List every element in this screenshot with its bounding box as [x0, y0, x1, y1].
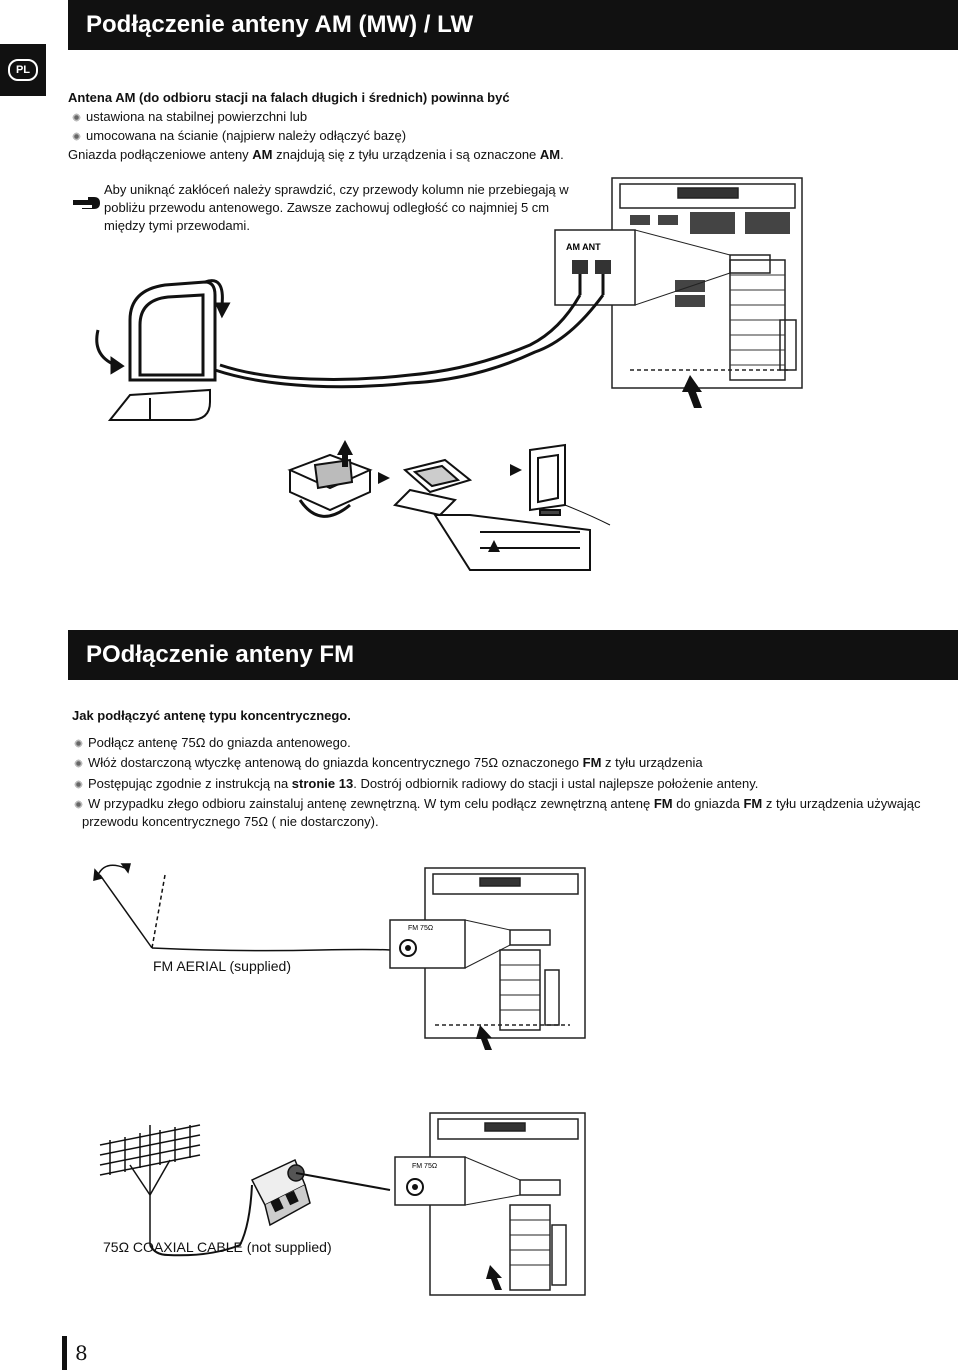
fm-aerial-label: FM AERIAL (supplied) [153, 958, 291, 974]
fm-bullet-3: Postępując zgodnie z instrukcją na stron… [72, 774, 758, 793]
fm-coax-diagram: FM 75Ω [99, 1112, 586, 1296]
fm-bullet-2-text: Włóż dostarczoną wtyczkę antenową do gni… [88, 755, 583, 770]
fm-bullet-3-text: Postępując zgodnie z instrukcją na [88, 776, 292, 791]
fm-wire-aerial [93, 863, 391, 952]
fm-bullet-3-text: . Dostrój odbiornik radiowy do stacji i … [353, 776, 759, 791]
fm-bullet-4: W przypadku złego odbioru zainstaluj ant… [72, 794, 920, 813]
fm-socket-callout: FM 75Ω [389, 919, 511, 969]
am-bullet-2: umocowana na ścianie (najpierw należy od… [70, 126, 406, 145]
pointer-arrow-icon [682, 375, 702, 408]
rotate-arrow-icon [95, 279, 231, 375]
fm-socket-label: FM 75Ω [412, 1163, 437, 1170]
fm-bullet-1-text: Podłącz antenę 75Ω do gniazda antenowego… [88, 735, 351, 750]
note-line-2: pobliżu przewodu antenowego. Zawsze zach… [104, 200, 550, 215]
fm-bullet-4-text: do gniazda [672, 796, 744, 811]
assembly-step-1 [287, 440, 373, 518]
fm-socket-label: FM 75Ω [408, 925, 433, 932]
note-line-3: między tymi przewodami. [104, 218, 250, 233]
bullet-icon [72, 113, 81, 122]
fm-bullet-2: Włóż dostarczoną wtyczkę antenową do gni… [72, 753, 703, 772]
fm-bullet-4-bold: FM [653, 796, 673, 811]
arrow-right-icon [378, 464, 522, 484]
fm-bullet-4-text: z tyłu urządzenia używając [762, 796, 921, 811]
bullet-icon [74, 780, 83, 789]
assembly-step-2 [393, 458, 591, 571]
am-bullet-1-text: ustawiona na stabilnej powierzchni lub [86, 109, 308, 124]
am-cable [214, 294, 605, 389]
note-line-1: Aby uniknąć zakłóceń należy sprawdzić, c… [104, 182, 569, 197]
fm-bullet-1: Podłącz antenę 75Ω do gniazda antenowego… [72, 733, 351, 752]
page-footer: 8 [62, 1336, 88, 1370]
bullet-icon [72, 132, 81, 141]
page-number-bar [62, 1336, 67, 1370]
am-bullet-2-text: umocowana na ścianie (najpierw należy od… [86, 128, 407, 143]
am-loop-antenna [107, 280, 217, 421]
bullet-icon [74, 759, 83, 768]
section-title-am: Podłączenie anteny AM (MW) / LW [68, 0, 958, 50]
fm-bullet-2-text: z tyłu urządzenia [601, 755, 703, 770]
unit-rear-panel [611, 177, 803, 389]
am-bullet-1: ustawiona na stabilnej powierzchni lub [70, 107, 307, 126]
am-sockets-text: znajdują się z tyłu urządzenia i są ozna… [272, 147, 540, 162]
language-tab: PL [0, 44, 46, 96]
am-sockets-bold: AM [252, 147, 273, 162]
language-badge: PL [8, 59, 38, 81]
am-sockets-bold: AM [539, 147, 561, 162]
pointing-hand-icon [73, 197, 100, 209]
fm-subtitle: Jak podłączyć antenę typu koncentryczneg… [72, 708, 351, 723]
fm-bullet-4-text: W przypadku złego odbioru zainstaluj ant… [88, 796, 654, 811]
fm-socket-callout: FM 75Ω [394, 1156, 521, 1206]
assembly-step-3 [529, 443, 611, 526]
fm-bullet-2-bold: FM [582, 755, 602, 770]
am-socket-callout: AM ANT [554, 229, 731, 306]
fm-bullet-3-bold: stronie 13 [291, 776, 354, 791]
am-antenna-diagram: AM ANT [95, 177, 803, 571]
section-title-fm-text: POdłączenie anteny FM [86, 641, 355, 668]
page-number: 8 [75, 1341, 88, 1365]
fm-aerial-diagram: FM 75Ω [93, 863, 586, 1050]
fm-bullet-4-line-2: przewodu koncentrycznego 75Ω ( nie dosta… [82, 814, 379, 829]
bullet-icon [74, 800, 83, 809]
am-socket-label: AM ANT [566, 242, 601, 252]
am-sockets-text: . [560, 147, 564, 162]
pointer-arrow-icon [486, 1265, 502, 1290]
fm-bullet-4-bold: FM [743, 796, 763, 811]
am-sockets-line: Gniazda podłączeniowe anteny AM znajdują… [68, 145, 564, 164]
coax-cable [149, 1184, 253, 1257]
am-sockets-text: Gniazda podłączeniowe anteny [68, 147, 253, 162]
section-title-fm: POdłączenie anteny FM [68, 630, 958, 680]
pointer-arrow-icon [476, 1025, 492, 1050]
outdoor-aerial [99, 1124, 201, 1245]
bullet-icon [74, 739, 83, 748]
coax-plug [250, 1158, 391, 1227]
am-intro: Antena AM (do odbioru stacji na falach d… [68, 90, 510, 105]
fm-coax-label: 75Ω COAXIAL CABLE (not supplied) [103, 1239, 332, 1255]
section-title-am-text: Podłączenie anteny AM (MW) / LW [86, 11, 474, 38]
